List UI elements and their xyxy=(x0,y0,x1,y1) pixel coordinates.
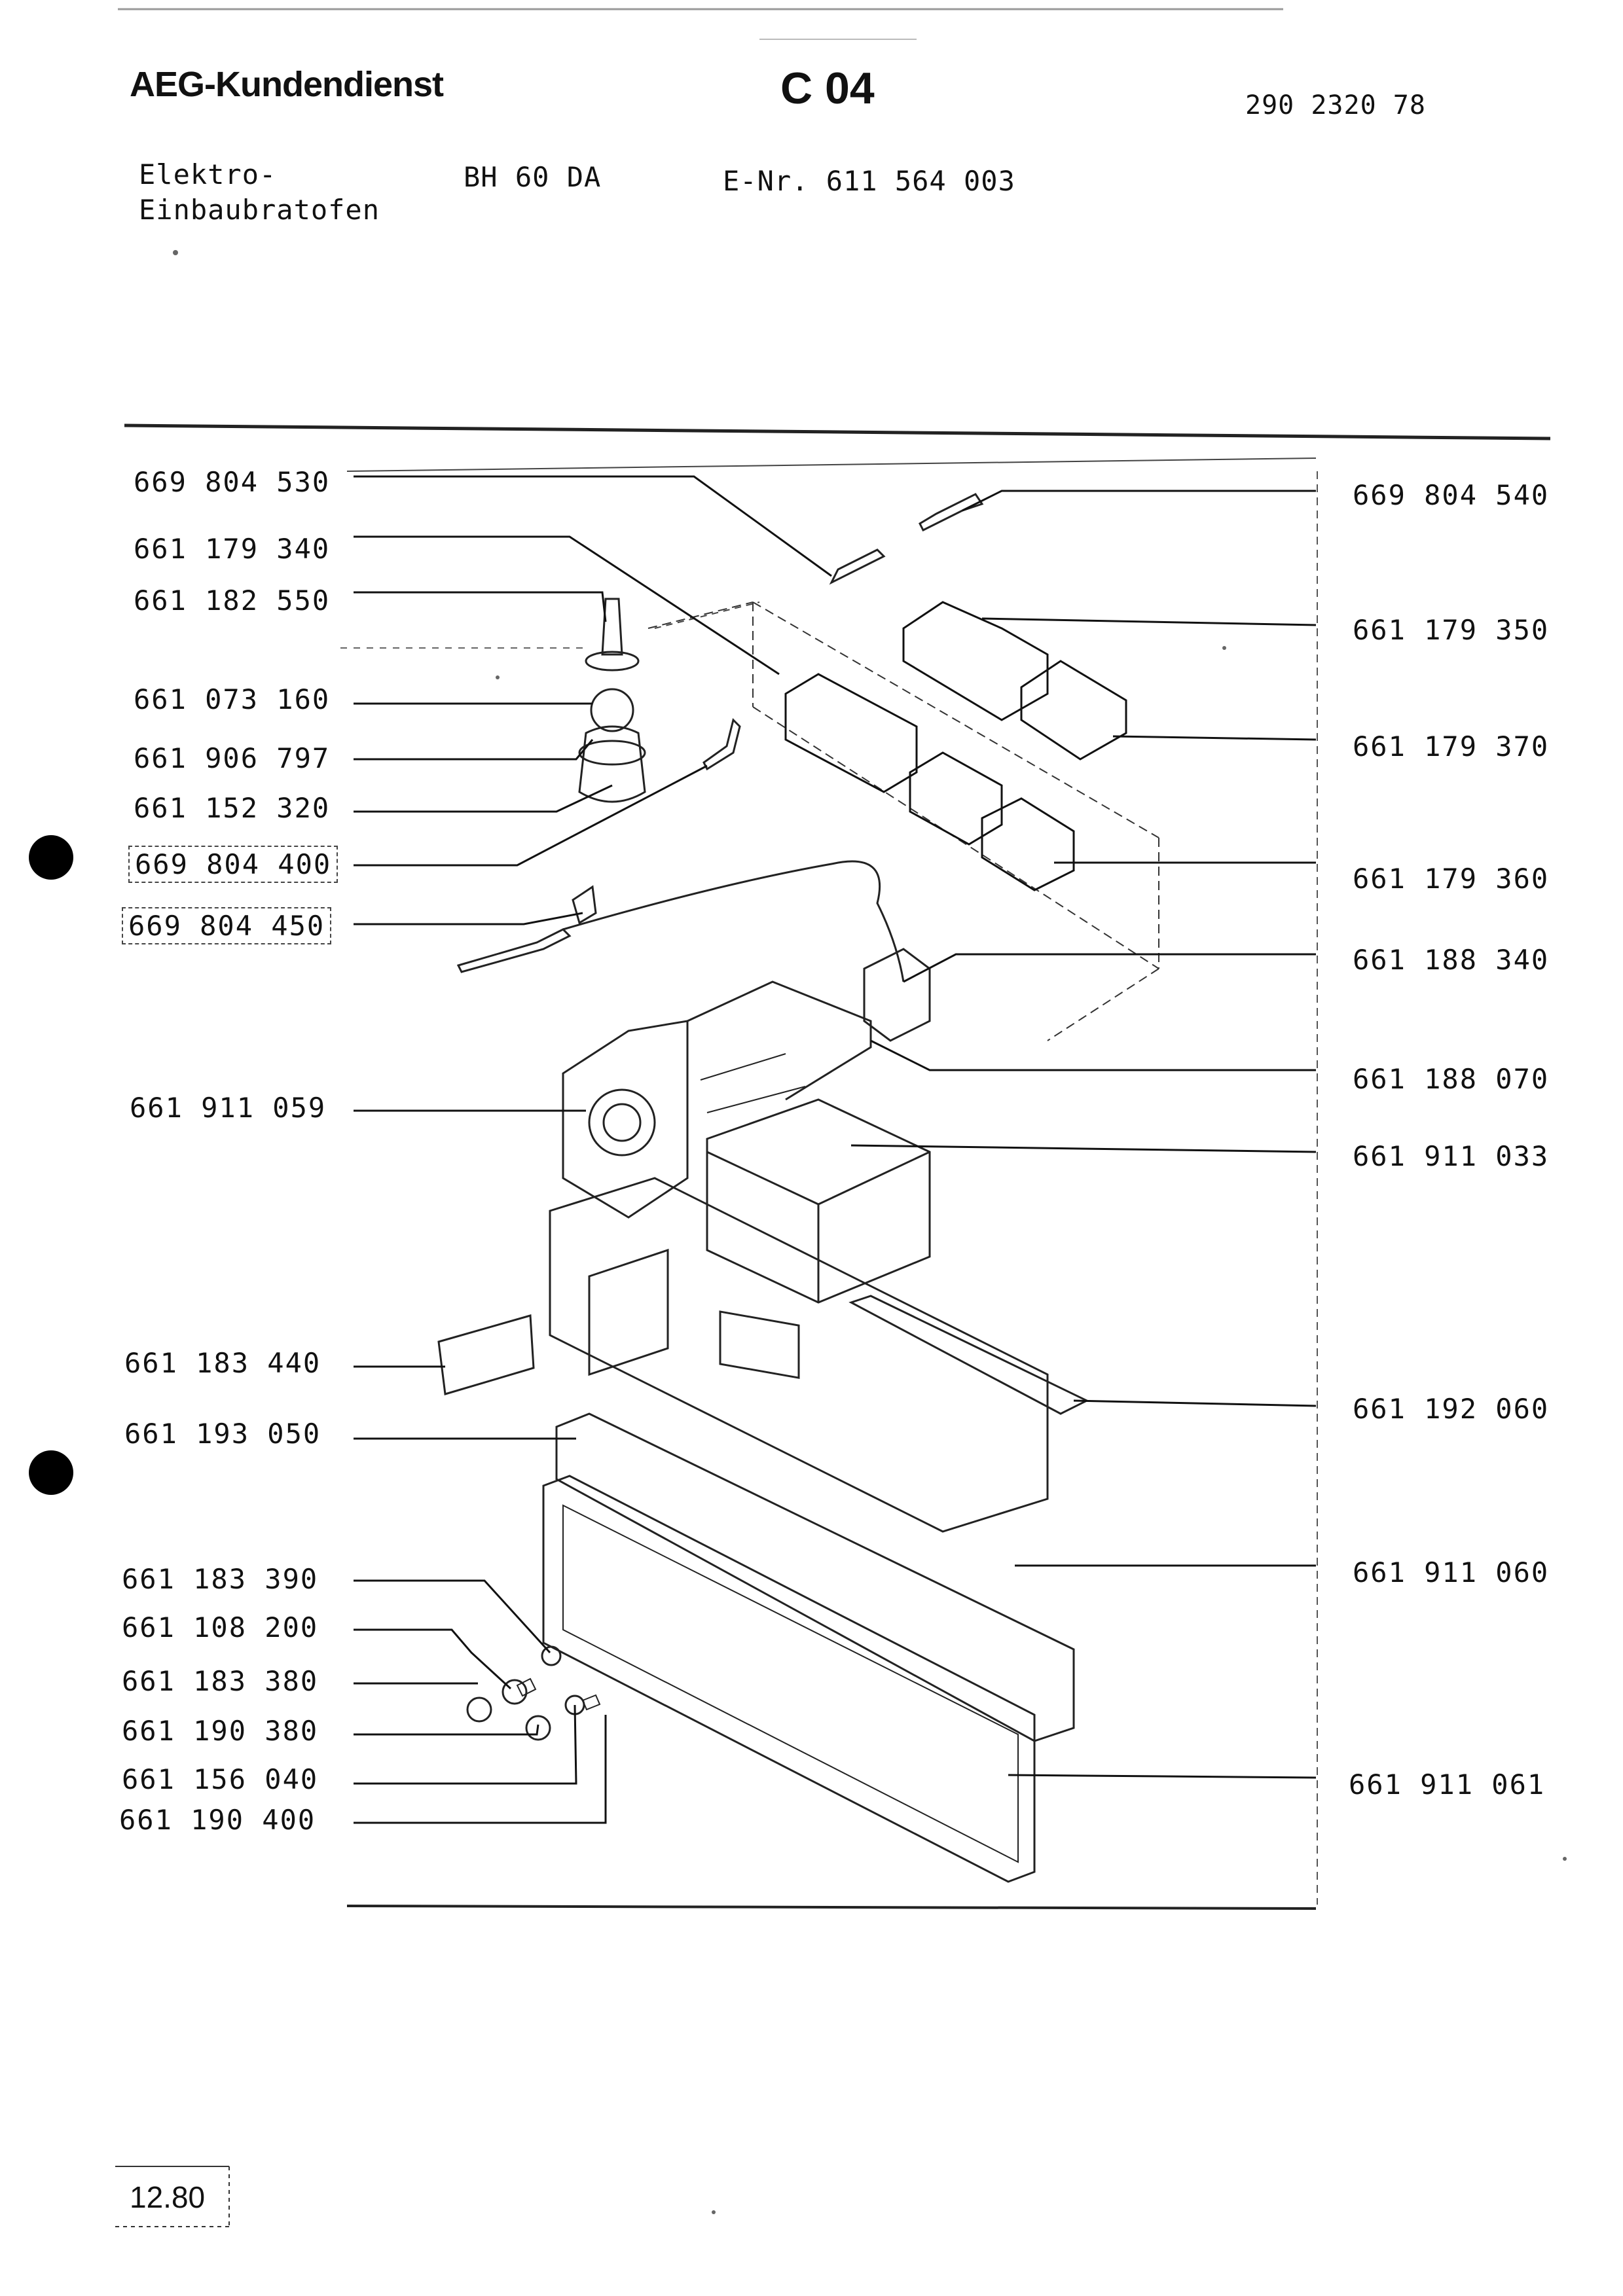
part-number-left: 661 906 797 xyxy=(134,742,331,774)
part-number-left: 661 182 550 xyxy=(134,584,331,617)
part-number-left: 669 804 450 xyxy=(122,907,332,944)
appliance-model: BH 60 DA xyxy=(464,161,602,193)
part-number-right: 661 911 033 xyxy=(1353,1140,1550,1172)
part-number-left: 661 183 390 xyxy=(122,1563,319,1595)
part-number-right: 661 179 370 xyxy=(1353,730,1550,762)
part-number-left: 661 190 380 xyxy=(122,1715,319,1747)
part-number-left: 661 108 200 xyxy=(122,1611,319,1643)
part-number-left: 669 804 530 xyxy=(134,466,331,498)
part-number-right: 661 179 350 xyxy=(1353,614,1550,646)
part-number-left: 661 190 400 xyxy=(119,1804,316,1836)
section-code: C 04 xyxy=(780,63,875,113)
appliance-e-number: E-Nr. 611 564 003 xyxy=(723,165,1015,197)
part-number-right: 661 188 070 xyxy=(1353,1063,1550,1095)
part-number-left: 661 073 160 xyxy=(134,683,331,715)
part-number-left: 661 183 380 xyxy=(122,1665,319,1697)
part-number-left: 661 193 050 xyxy=(124,1418,321,1450)
part-number-left: 661 179 340 xyxy=(134,533,331,565)
part-number-right: 661 911 060 xyxy=(1353,1556,1550,1588)
part-number-right: 661 188 340 xyxy=(1353,944,1550,976)
part-number-right: 661 179 360 xyxy=(1353,863,1550,895)
appliance-type-line2: Einbaubratofen xyxy=(139,194,380,226)
part-number-left: 661 183 440 xyxy=(124,1347,321,1379)
part-number-right: 661 911 061 xyxy=(1349,1768,1546,1801)
part-number-right: 669 804 540 xyxy=(1353,479,1550,511)
brand-title: AEG-Kundendienst xyxy=(130,65,444,104)
part-number-left: 669 804 400 xyxy=(128,846,338,883)
part-number-left: 661 156 040 xyxy=(122,1763,319,1795)
document-number: 290 2320 78 xyxy=(1245,90,1426,120)
appliance-type-line1: Elektro- xyxy=(139,158,277,190)
part-number-right: 661 192 060 xyxy=(1353,1393,1550,1425)
revision-date: 12.80 xyxy=(130,2180,206,2214)
part-number-left: 661 152 320 xyxy=(134,792,331,824)
part-number-left: 661 911 059 xyxy=(130,1092,327,1124)
